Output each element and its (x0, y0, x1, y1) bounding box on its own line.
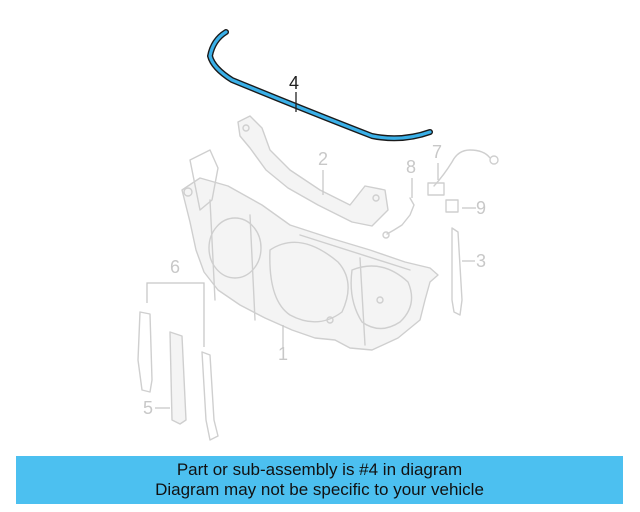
part-4-hood-seal (207, 29, 433, 142)
part-2-brace (237, 115, 389, 227)
callout-8: 8 (406, 157, 416, 177)
part-5-deflector (169, 331, 187, 425)
leader-lines (146, 92, 476, 409)
info-banner: Part or sub-assembly is #4 in diagram Di… (16, 456, 623, 504)
callout-3: 3 (476, 251, 486, 271)
part-9-clip (445, 199, 459, 213)
part-3-seal (451, 227, 463, 316)
callout-5: 5 (143, 398, 153, 418)
callout-1: 1 (278, 344, 288, 364)
callout-6: 6 (170, 257, 180, 277)
banner-line-disclaimer: Diagram may not be specific to your vehi… (155, 480, 484, 499)
part-6-seals (137, 311, 219, 441)
callout-labels: 1 2 3 4 5 6 7 8 9 (143, 73, 486, 418)
callout-4: 4 (289, 73, 299, 93)
part-8-bracket (382, 197, 415, 239)
banner-line-part: Part or sub-assembly is #4 in diagram (176, 460, 463, 479)
part-7-cable (427, 149, 499, 196)
callout-9: 9 (476, 198, 486, 218)
callout-2: 2 (318, 149, 328, 169)
part-4-highlight (208, 30, 432, 140)
part-1-radiator-support (181, 149, 439, 351)
callout-7: 7 (432, 142, 442, 162)
